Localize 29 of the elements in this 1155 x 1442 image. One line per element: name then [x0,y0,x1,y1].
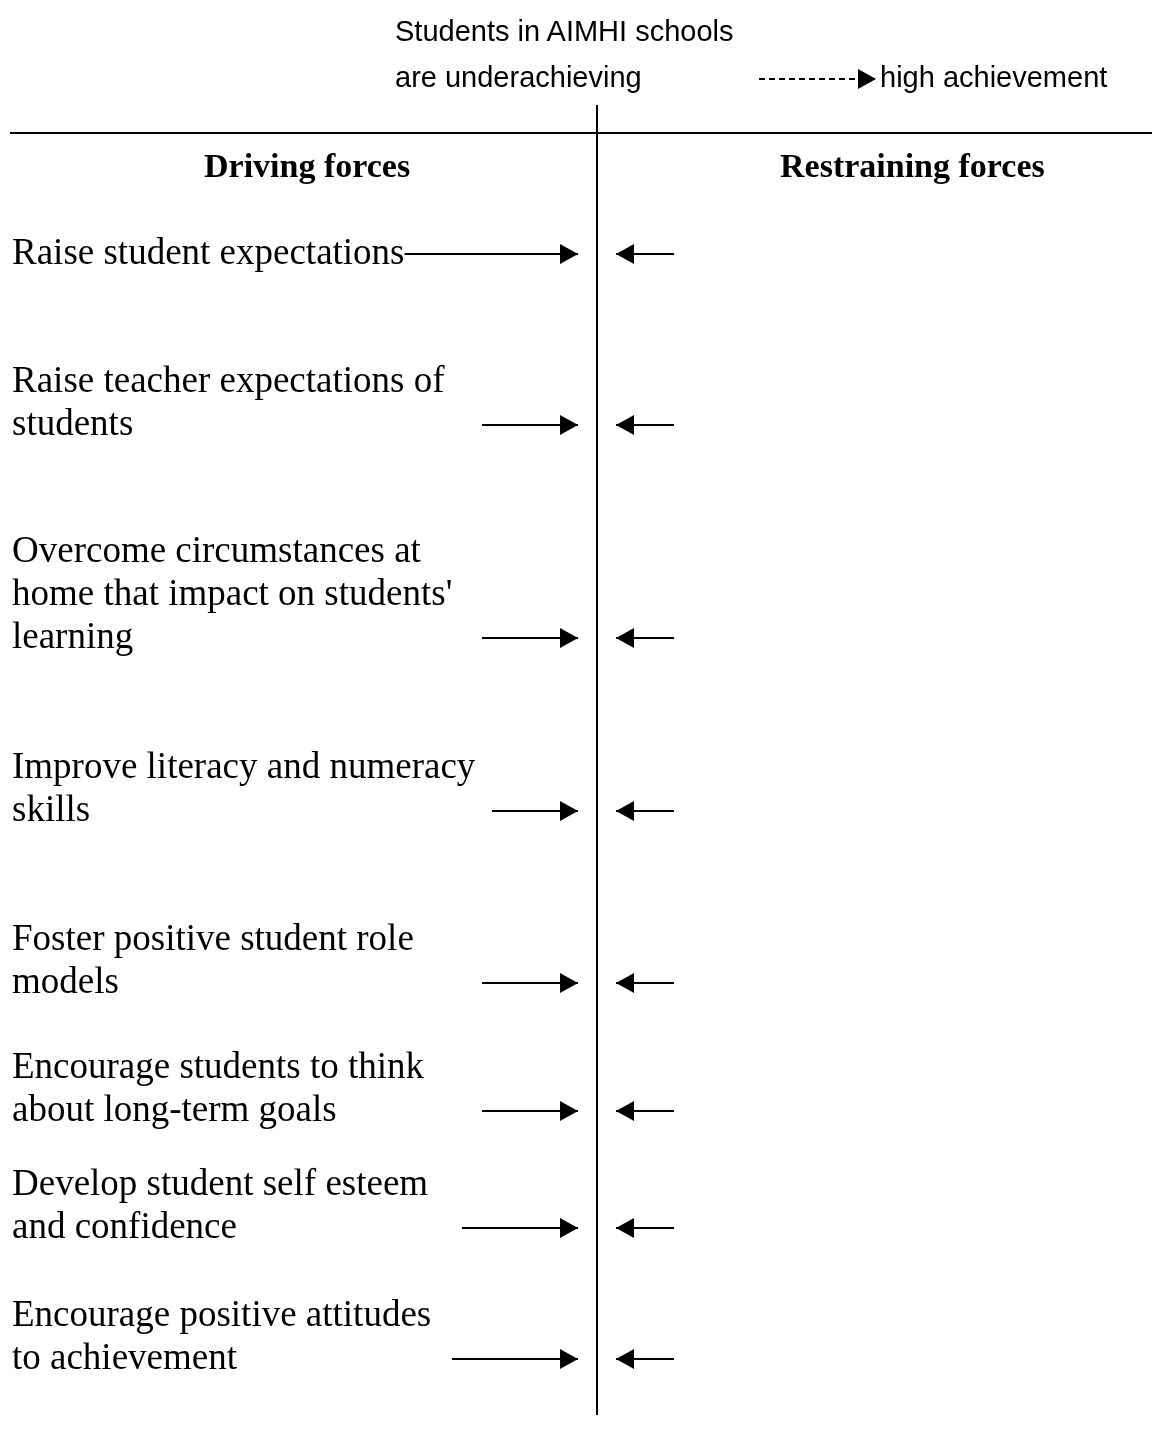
arrow [481,415,579,435]
arrow [403,244,579,264]
driving-force-text: Raise student expectations [12,230,405,273]
driving-force-text: Foster positive student role models [12,916,482,1002]
arrow [615,1349,675,1369]
arrow [615,1218,675,1238]
column-heading: Driving forces [204,146,411,186]
arrow [481,1101,579,1121]
arrow [451,1349,579,1369]
driving-force-text: Raise teacher expectations of students [12,358,482,444]
driving-force-text: Develop student self esteem and confidence [12,1161,462,1247]
arrow [481,628,579,648]
driving-force-text: Encourage students to think about long-term goals [12,1044,482,1130]
state-label: high achievement [880,54,1108,100]
arrow [491,801,579,821]
arrow [758,69,877,89]
arrow [615,1101,675,1121]
arrow [615,801,675,821]
state-label: Students in AIMHI schools are underachieving [395,8,755,100]
driving-force-text: Overcome circumstances at home that impact on students' learning [12,528,482,657]
driving-force-text: Improve literacy and numeracy skills [12,744,492,830]
arrow [615,415,675,435]
arrow [615,244,675,264]
arrow [615,973,675,993]
arrow [615,628,675,648]
arrow [481,973,579,993]
column-heading: Restraining forces [780,146,1045,186]
arrow [461,1218,579,1238]
driving-force-text: Encourage positive attitudes to achievement [12,1292,452,1378]
